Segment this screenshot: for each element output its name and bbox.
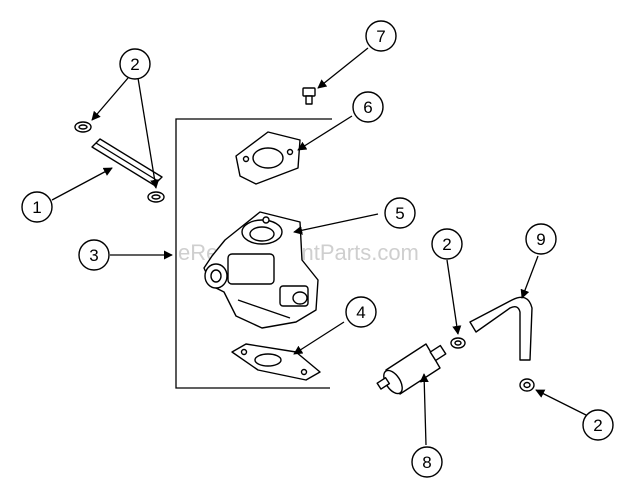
callout-9: 9	[525, 223, 557, 255]
part-carburetor	[203, 211, 319, 329]
callout-2-bottom-right: 2	[582, 409, 614, 441]
callout-4: 4	[345, 296, 377, 328]
leader-lines	[51, 47, 593, 446]
callout-3: 3	[78, 239, 110, 271]
svg-text:3: 3	[89, 246, 98, 265]
svg-text:6: 6	[363, 98, 372, 117]
assembly-bracket	[175, 118, 332, 389]
part-clamp-top	[74, 121, 92, 133]
svg-text:2: 2	[593, 416, 602, 435]
svg-text:2: 2	[442, 235, 451, 254]
callout-5: 5	[384, 197, 416, 229]
svg-text:5: 5	[395, 204, 404, 223]
part-clamp-middle	[450, 337, 466, 349]
part-clamp-lower	[147, 191, 165, 203]
svg-text:9: 9	[536, 230, 545, 249]
callout-2-top-left: 2	[119, 48, 151, 80]
callout-6: 6	[352, 91, 384, 123]
part-elbow-hose	[469, 296, 533, 361]
part-fuel-filter	[376, 343, 447, 395]
callout-1: 1	[21, 191, 53, 223]
part-screw	[302, 87, 316, 105]
callout-8: 8	[411, 446, 443, 478]
callout-7: 7	[365, 20, 397, 52]
svg-text:8: 8	[422, 453, 431, 472]
part-top-gasket	[235, 131, 301, 185]
part-lower-gasket	[231, 343, 321, 381]
part-clamp-bottom	[519, 378, 535, 392]
svg-text:1: 1	[32, 198, 41, 217]
svg-text:4: 4	[356, 303, 365, 322]
callout-2-middle: 2	[431, 228, 463, 260]
svg-text:7: 7	[376, 27, 385, 46]
part-fuel-line	[91, 138, 163, 186]
svg-text:2: 2	[130, 55, 139, 74]
